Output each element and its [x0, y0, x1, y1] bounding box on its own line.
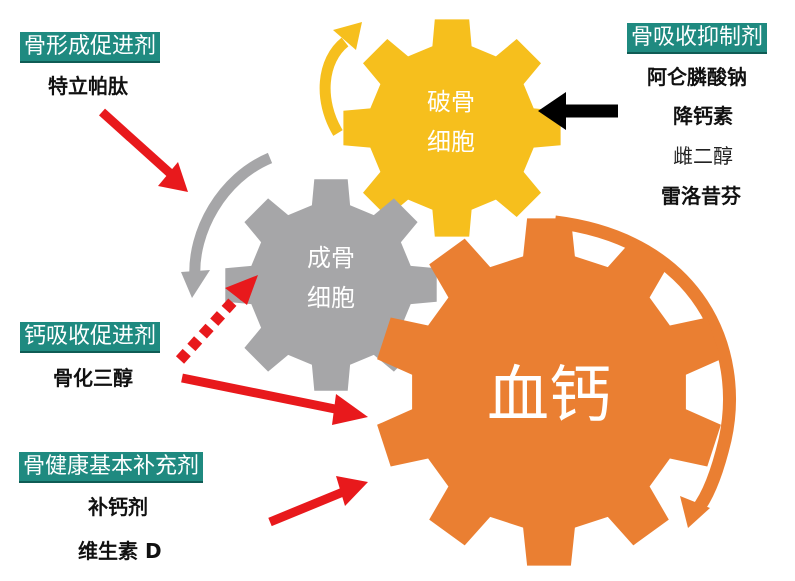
- osteoblast-label-line2: 细胞: [307, 284, 355, 312]
- vitamin-d-label: 维生素 D: [78, 539, 162, 563]
- osteoblast-label-line1: 成骨: [307, 244, 355, 272]
- gear-calcium-shape: [377, 218, 721, 566]
- osteoclast-label: 破骨 细胞: [391, 82, 511, 162]
- estradiol-label: 雌二醇: [673, 144, 733, 168]
- yellow-curved-arrow: [319, 37, 349, 136]
- calcitriol-label: 骨化三醇: [53, 366, 133, 390]
- teriparatide-label: 特立帕肽: [48, 74, 128, 98]
- blood-calcium-label: 血钙: [486, 358, 611, 431]
- bone-health-title: 骨健康基本补充剂: [19, 452, 204, 483]
- bone-formation-title: 骨形成促进剂: [20, 32, 161, 63]
- calcitonin-label: 降钙素: [673, 104, 733, 128]
- red-arrow-calcitriol-to-calcium: [181, 373, 368, 425]
- black-arrow-inhibition: [538, 92, 618, 130]
- red-dashed-arrow-calcium-absorption: [175, 275, 258, 364]
- red-arrow-supplements-to-calcium: [268, 476, 368, 527]
- calcium-supplement-label: 补钙剂: [88, 495, 148, 519]
- osteoclast-label-line1: 破骨: [427, 88, 475, 116]
- gray-curved-arrow: [189, 152, 273, 279]
- gear-osteoclast-shape: [343, 19, 561, 237]
- osteoclast-gear: [343, 19, 561, 237]
- osteoclast-label-line2: 细胞: [427, 128, 475, 156]
- gear-osteoblast-shape: [225, 179, 437, 391]
- calcium-absorption-title: 钙吸收促进剂: [20, 322, 161, 353]
- alendronate-label: 阿仑膦酸钠: [647, 65, 747, 89]
- yellow-arrowhead: [333, 22, 362, 50]
- bone-resorption-inhibitor-title: 骨吸收抑制剂: [627, 23, 768, 54]
- osteoblast-gear: [225, 179, 437, 391]
- red-arrow-bone-formation: [98, 108, 188, 192]
- raloxifene-label: 雷洛昔芬: [661, 184, 741, 208]
- gray-arrowhead: [181, 270, 210, 298]
- orange-arrowhead: [680, 496, 710, 528]
- blood-calcium-gear: [377, 218, 721, 566]
- osteoblast-label: 成骨 细胞: [271, 238, 391, 318]
